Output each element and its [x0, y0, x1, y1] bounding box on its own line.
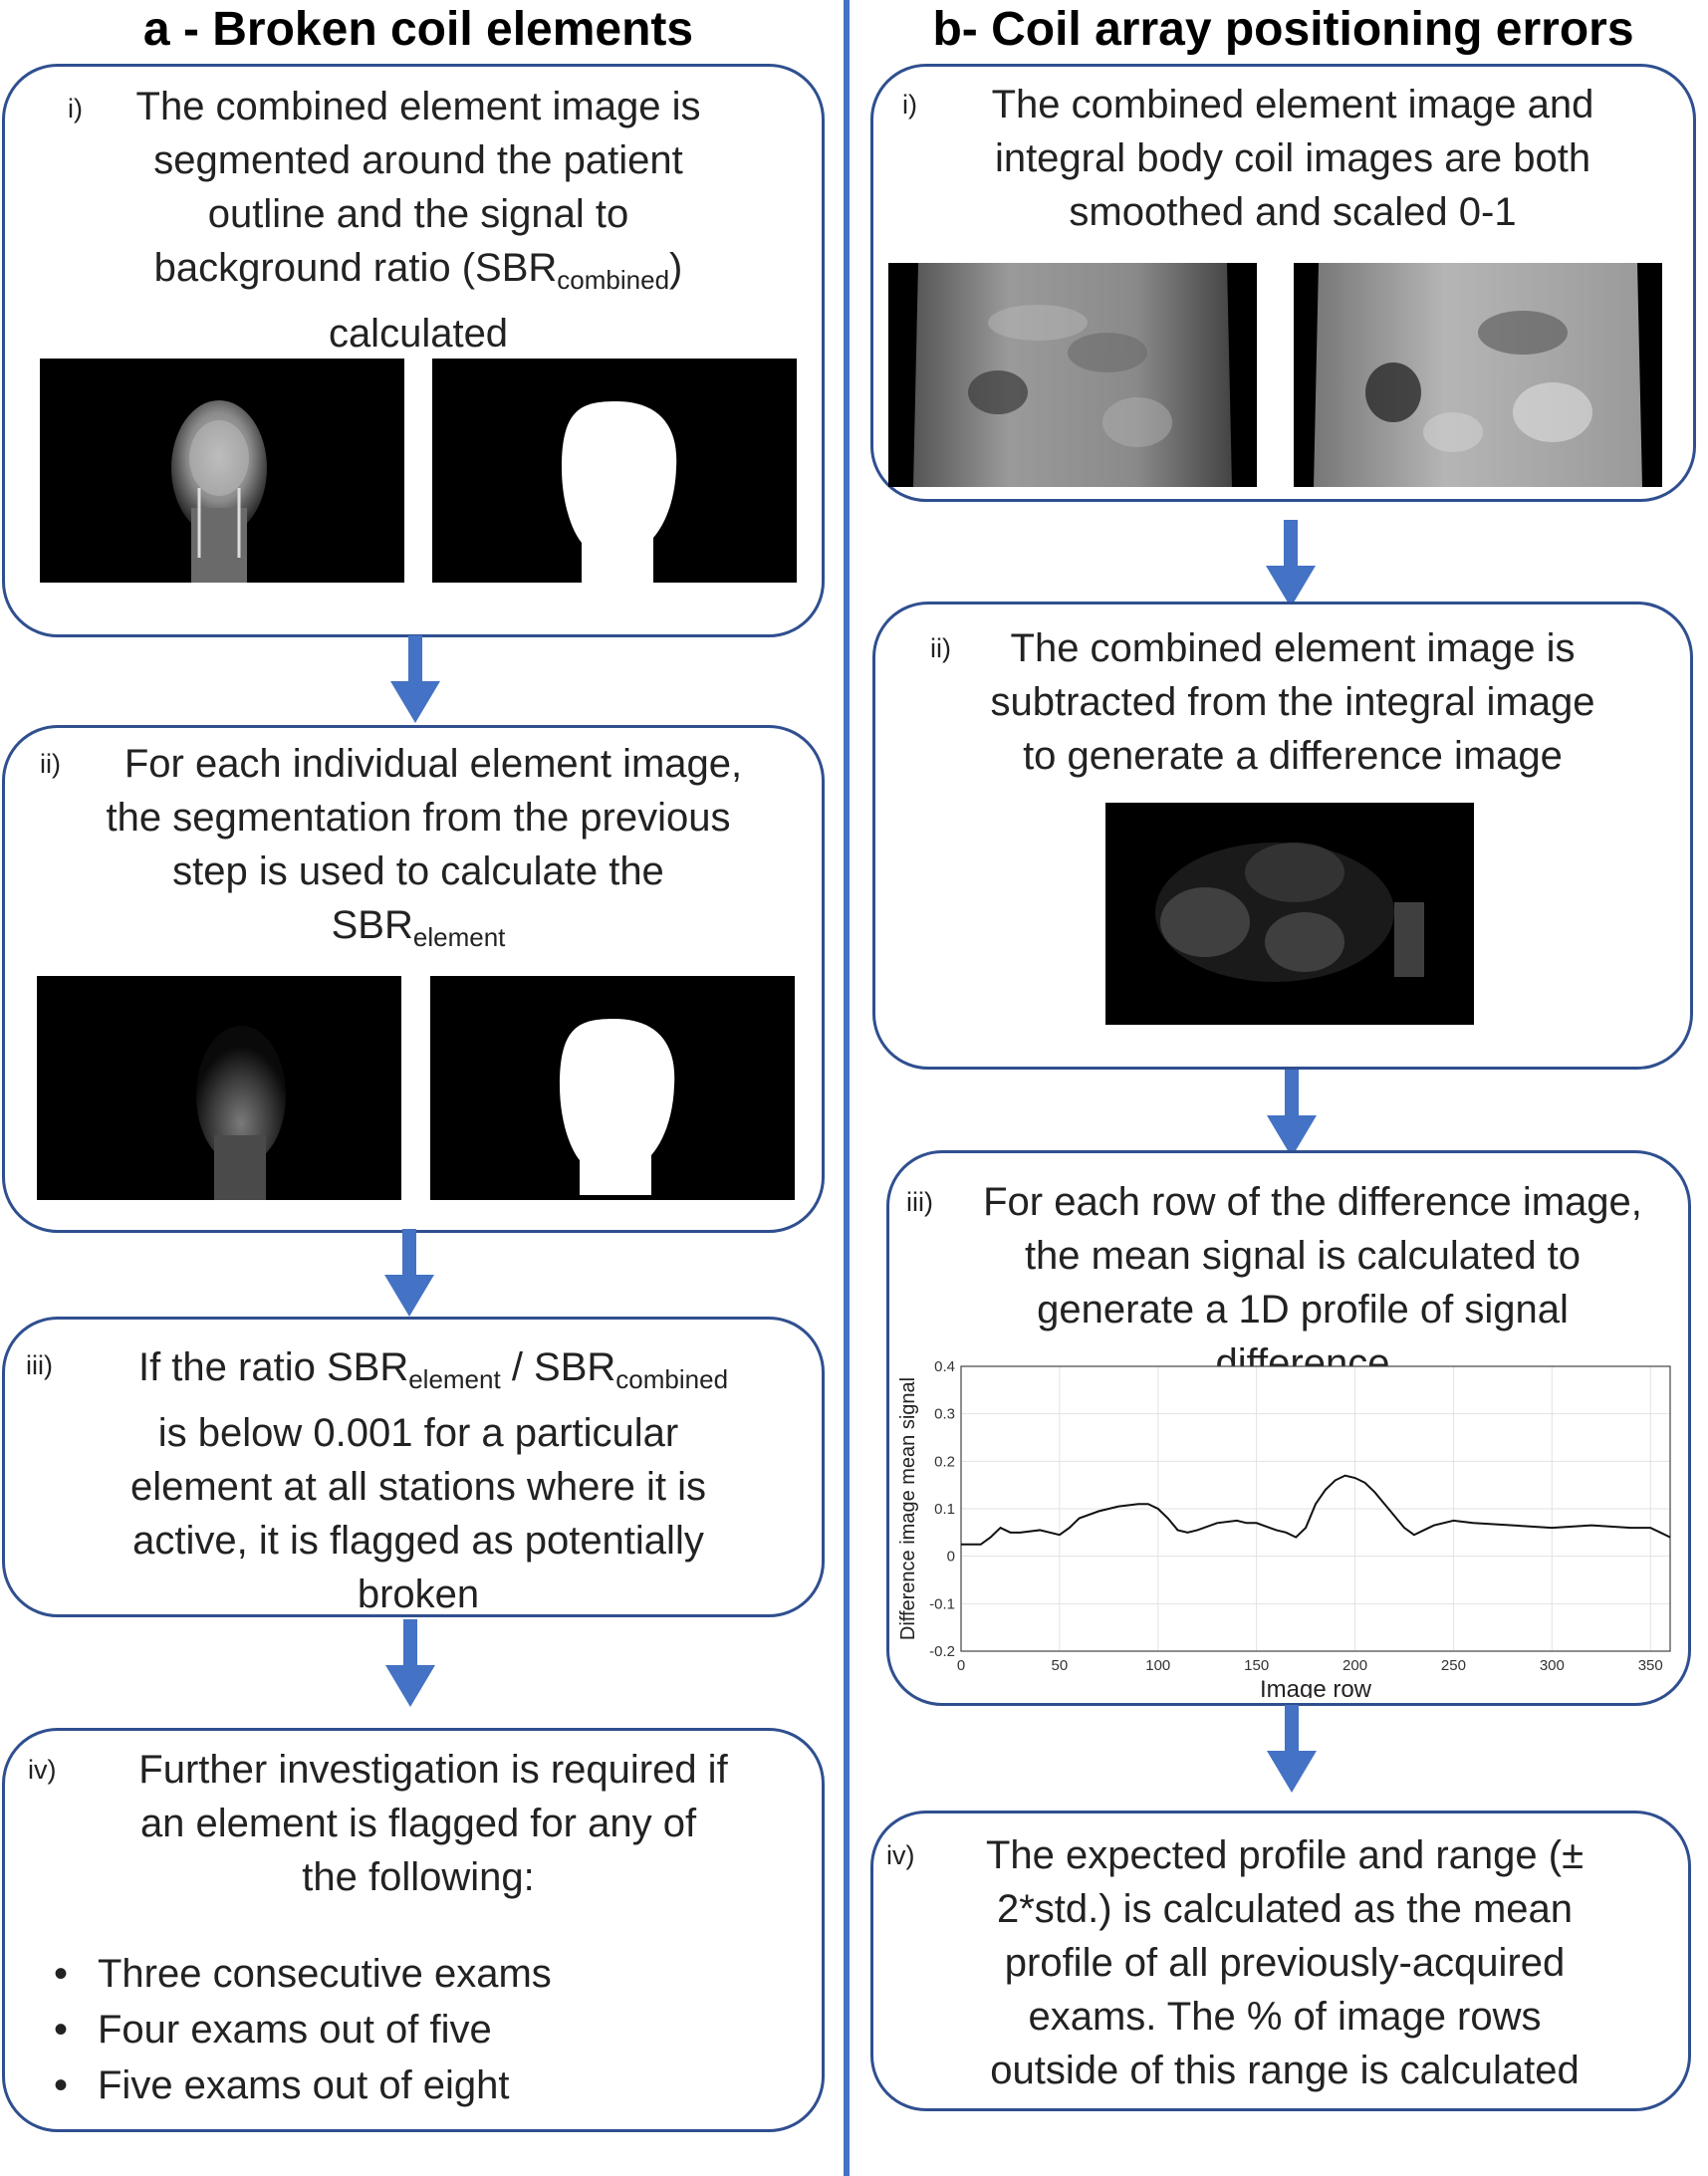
x-tick-label: 100: [1145, 1657, 1170, 1674]
text-line: Further investigation is required if: [138, 1748, 728, 1792]
right-step-4-box: [870, 1811, 1691, 2111]
text-line: The combined element image and: [991, 83, 1594, 126]
text-line: profile of all previously-acquired: [1004, 1941, 1566, 1985]
criteria-list: Three consecutive exams Four exams out o…: [36, 1946, 552, 2113]
right-step-1-text: The combined element image and integral …: [916, 78, 1669, 239]
text-line: The combined element image is: [1010, 626, 1576, 670]
text-line: calculated: [328, 312, 509, 356]
y-tick-label: -0.1: [929, 1595, 955, 1612]
left-step-3-box: [2, 1317, 825, 1617]
text-line: active, it is flagged as potentially: [132, 1519, 704, 1563]
right-step-4-text: The expected profile and range (± 2*std.…: [906, 1828, 1663, 2097]
y-tick-label: 0.4: [934, 1358, 955, 1375]
right-step-3-text: For each row of the difference image, th…: [926, 1175, 1679, 1390]
signal-difference-profile-chart: 0 50 100 150 200 250 300 350 -0.2 -0.1 0 0.1 0.2 0.3 0…: [897, 1358, 1671, 1698]
text-line: outline and the signal to: [207, 192, 629, 236]
column-divider: [844, 0, 850, 2176]
text-line: the segmentation from the previous: [106, 796, 731, 840]
x-tick-label: 150: [1244, 1657, 1269, 1674]
left-step-2-number: ii): [40, 749, 61, 779]
y-tick-label: -0.2: [929, 1643, 955, 1660]
text-line: the mean signal is calculated to: [1024, 1234, 1582, 1278]
y-tick-label: 0: [947, 1549, 955, 1566]
left-step-4-text: Further investigation is required if an …: [40, 1743, 797, 1904]
difference-image: [1105, 803, 1474, 1025]
text-line: exams. The % of image rows: [1028, 1995, 1542, 2039]
arrow-down-icon: [1267, 1705, 1317, 1793]
right-step-1-number: i): [902, 90, 917, 120]
left-step-3-text: If the ratio SBRelement / SBRcombined is…: [40, 1340, 797, 1621]
right-step-2-text: The combined element image is subtracted…: [916, 621, 1669, 783]
left-step-1-number: i): [68, 94, 83, 123]
right-step-4-number: iv): [886, 1840, 915, 1870]
head-segmentation-mask: [432, 359, 797, 583]
y-axis-label: Difference image mean signal: [897, 1377, 919, 1640]
text-line: outside of this range is calculated: [990, 2049, 1580, 2092]
plot-frame: [960, 1365, 1671, 1652]
right-column-title: b- Coil array positioning errors: [932, 3, 1634, 56]
text-line: to generate a difference image: [1023, 734, 1563, 778]
text-line: integral body coil images are both: [994, 136, 1591, 180]
x-tick-label: 200: [1342, 1657, 1367, 1674]
text-line: background ratio (SBRcombined): [153, 246, 683, 295]
text-line: 2*std.) is calculated as the mean: [996, 1887, 1574, 1931]
profile-line: [961, 1474, 1671, 1546]
arrow-down-icon: [1266, 520, 1316, 607]
text-line: segmented around the patient: [153, 138, 683, 182]
left-step-3-number: iii): [26, 1350, 53, 1380]
text-line: SBRelement: [331, 903, 506, 952]
y-tick-label: 0.3: [934, 1406, 955, 1423]
right-step-2-number: ii): [930, 633, 951, 663]
arrow-down-icon: [384, 1229, 434, 1317]
text-line: generate a 1D profile of signal: [1037, 1288, 1569, 1331]
text-line: the following:: [302, 1855, 535, 1899]
text-line: For each individual element image,: [123, 742, 743, 786]
text-line: an element is flagged for any of: [139, 1802, 697, 1845]
arrow-down-icon: [390, 635, 440, 723]
text-line: subtracted from the integral image: [990, 680, 1595, 724]
left-step-4-number: iv): [28, 1755, 57, 1785]
list-item: Five exams out of eight: [36, 2057, 552, 2113]
text-line: The combined element image is: [135, 85, 701, 128]
x-tick-label: 300: [1540, 1657, 1565, 1674]
text-line: If the ratio SBRelement / SBRcombined: [137, 1345, 729, 1394]
text-line: The expected profile and range (±: [985, 1833, 1585, 1877]
text-line: is below 0.001 for a particular: [157, 1411, 679, 1455]
head-segmentation-mask: [430, 976, 795, 1200]
text-line: element at all stations where it is: [129, 1465, 707, 1509]
x-axis-label: Image row: [1260, 1676, 1372, 1698]
arrow-down-icon: [385, 1619, 435, 1707]
mri-abdomen-integral-image: [1294, 263, 1662, 487]
x-tick-label: 0: [957, 1657, 965, 1674]
y-tick-label: 0.1: [934, 1501, 955, 1518]
text-line: smoothed and scaled 0-1: [1069, 190, 1517, 234]
mri-head-image-element: [37, 976, 401, 1200]
arrow-down-icon: [1267, 1070, 1317, 1157]
right-step-3-number: iii): [906, 1187, 933, 1217]
text-line: step is used to calculate the: [172, 849, 664, 893]
list-item: Three consecutive exams: [36, 1946, 552, 2002]
left-column-title: a - Broken coil elements: [142, 3, 694, 56]
x-tick-label: 350: [1638, 1657, 1663, 1674]
text-line: broken: [357, 1572, 480, 1616]
x-tick-label: 250: [1441, 1657, 1466, 1674]
x-tick-label: 50: [1052, 1657, 1069, 1674]
text-line: For each row of the difference image,: [983, 1180, 1642, 1224]
y-tick-label: 0.2: [934, 1453, 955, 1470]
mri-abdomen-combined-image: [888, 263, 1257, 487]
left-step-1-text: The combined element image is segmented …: [60, 80, 777, 361]
mri-head-image-combined: [40, 359, 404, 583]
left-step-2-text: For each individual element image, the s…: [40, 737, 797, 964]
list-item: Four exams out of five: [36, 2002, 552, 2057]
